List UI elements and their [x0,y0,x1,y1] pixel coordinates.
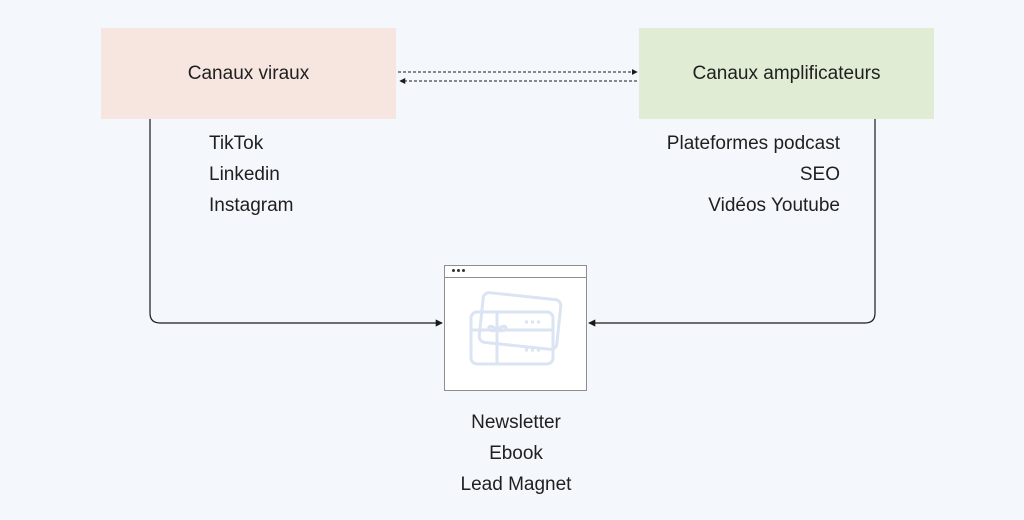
list-item: Instagram [209,195,294,216]
list-item: TikTok [209,133,264,154]
list-item: Plateformes podcast [666,133,840,154]
list-item: Ebook [489,443,543,464]
connector-amplifier-to-destination [588,119,876,327]
amplifier-channels-title: Canaux amplificateurs [692,62,881,84]
viral-channels-list: TikTok Linkedin Instagram [209,128,293,221]
list-item: SEO [799,164,840,185]
list-item: Newsletter [471,412,561,433]
amplifier-channels-box: Canaux amplificateurs [639,28,934,119]
gift-card-icon [469,291,563,366]
window-dots-icon [452,269,465,272]
destination-list: Newsletter Ebook Lead Magnet [416,407,616,500]
list-item: Vidéos Youtube [708,195,840,216]
viral-channels-box: Canaux viraux [101,28,396,119]
destination-browser-window [444,265,587,391]
list-item: Lead Magnet [460,474,572,495]
amplifier-channels-list: Plateformes podcast SEO Vidéos Youtube [667,128,840,221]
list-item: Linkedin [209,164,280,185]
window-title-bar [445,266,586,278]
viral-channels-title: Canaux viraux [187,62,310,84]
connector-viral-to-destination [149,119,443,327]
